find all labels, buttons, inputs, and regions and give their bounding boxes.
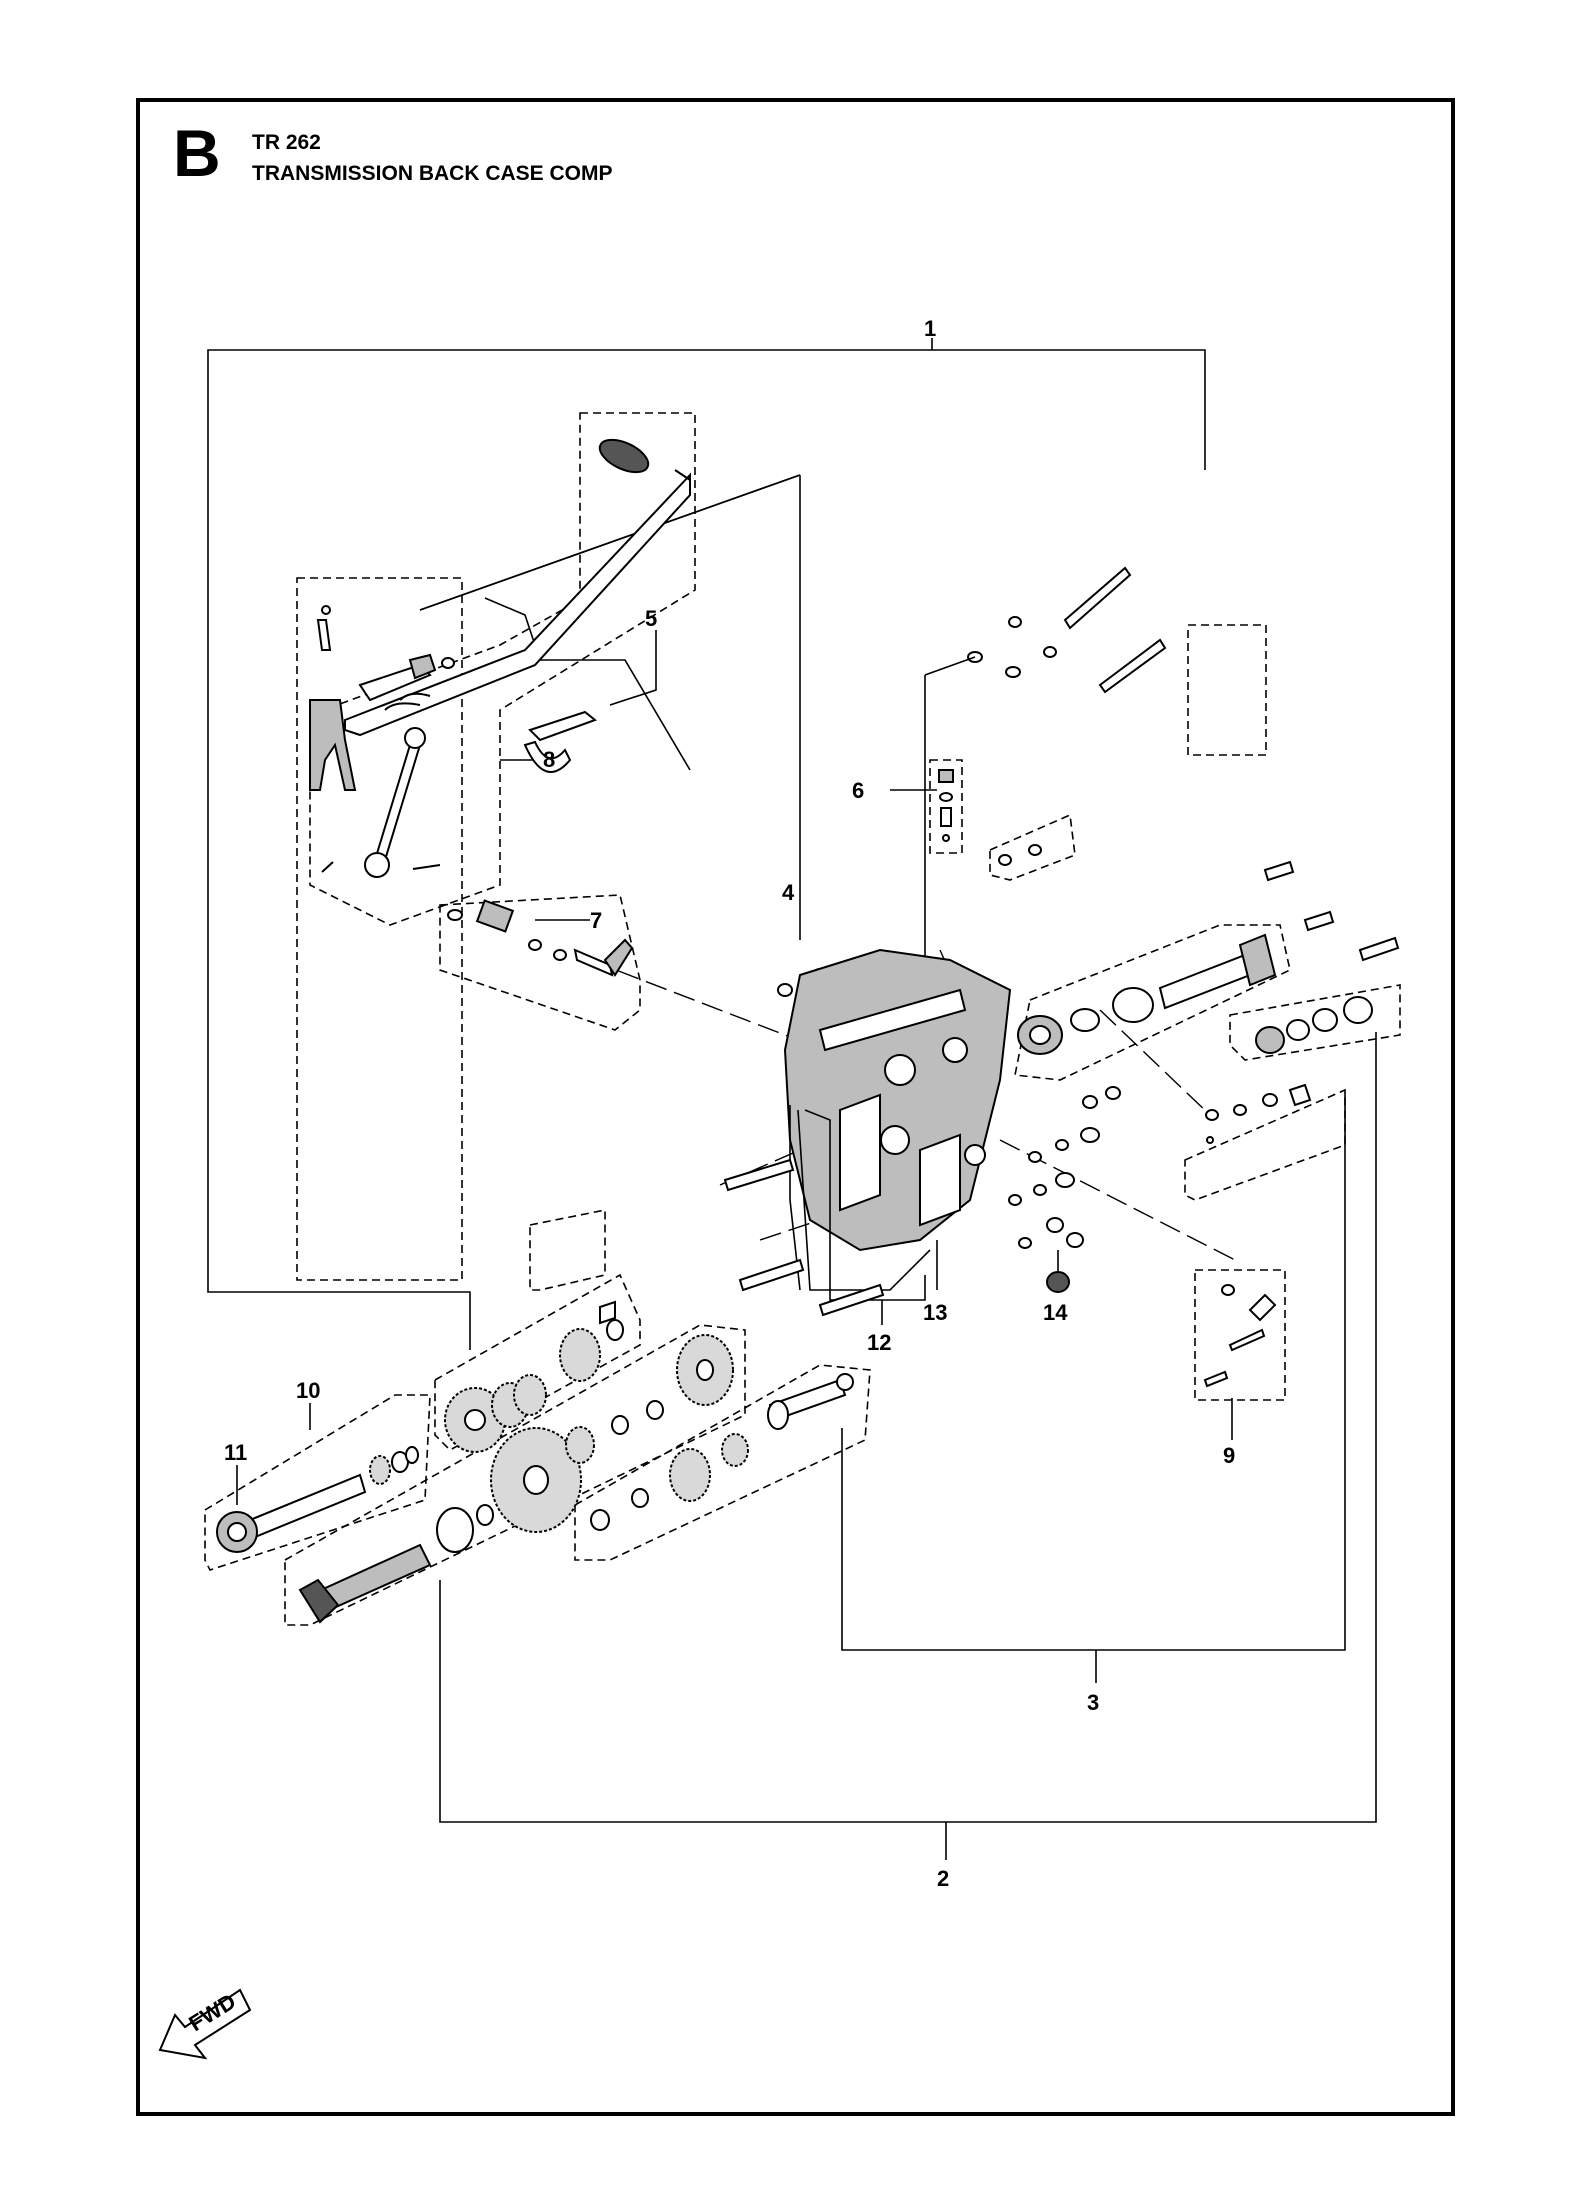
diagram-title: TRANSMISSION BACK CASE COMP [252, 162, 613, 185]
fork-assembly [309, 605, 455, 791]
callout-13: 13 [923, 1300, 947, 1325]
forward-arrow[interactable]: FWD [158, 1988, 252, 2060]
callout-3: 3 [1087, 1690, 1099, 1715]
right-bearings [1255, 996, 1373, 1054]
callout-11: 11 [224, 1440, 247, 1465]
gears-and-shafts [216, 1300, 854, 1624]
dowel-pins [723, 860, 1400, 1317]
bracket-lines [207, 338, 1377, 1860]
page-frame [136, 98, 1455, 2116]
valve [938, 769, 954, 842]
callout-labels: 1 2 3 4 5 6 7 8 9 10 11 12 13 14 [224, 316, 1235, 1891]
callout-7: 7 [590, 908, 602, 933]
callout-14: 14 [1043, 1300, 1068, 1325]
callout-12: 12 [867, 1330, 891, 1355]
section-letter: B [173, 116, 221, 190]
output-shaft [1017, 933, 1277, 1055]
pin [523, 710, 598, 773]
callout-10: 10 [296, 1378, 320, 1403]
callout-4: 4 [782, 880, 795, 905]
callout-6: 6 [852, 778, 864, 803]
shift-lever [321, 438, 691, 878]
gasket [789, 1105, 926, 1301]
callout-8: 8 [543, 747, 555, 772]
model-number: TR 262 [252, 131, 321, 154]
callout-1: 1 [924, 316, 936, 341]
callout-9: 9 [1223, 1443, 1235, 1468]
group-boxes [204, 412, 1401, 1626]
shift-rod [447, 899, 634, 977]
detent-parts [1205, 1083, 1312, 1144]
switch [1203, 1284, 1277, 1388]
top-bolts [924, 566, 1167, 960]
callout-2: 2 [937, 1866, 949, 1891]
callout-5: 5 [645, 606, 657, 631]
back-case-housing [783, 948, 1012, 1291]
